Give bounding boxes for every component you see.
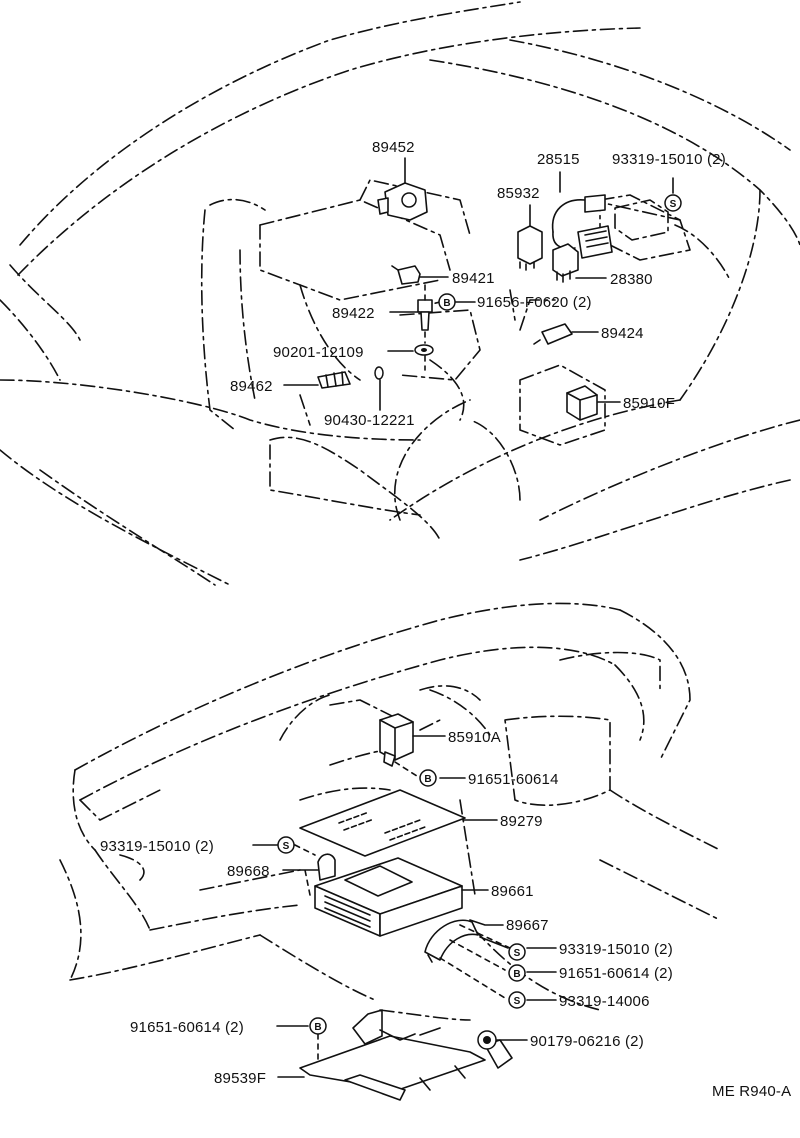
- svg-text:B: B: [424, 774, 431, 785]
- bracket-89668: [317, 853, 336, 881]
- label-28380: 28380: [610, 271, 653, 288]
- sensor-89452: [377, 182, 428, 221]
- label-89452: 89452: [372, 139, 415, 156]
- symbol-s-left: S: [277, 836, 295, 854]
- label-89424: 89424: [601, 325, 644, 342]
- relay-85910F: [566, 385, 598, 421]
- ecu-89661: [314, 857, 463, 937]
- relay-28380: [552, 243, 579, 283]
- label-90201-12109: 90201-12109: [273, 344, 364, 361]
- symbol-b-left: B: [309, 1017, 327, 1035]
- label-85910f: 85910F: [623, 395, 675, 412]
- label-85910a: 85910A: [448, 729, 501, 746]
- bracket-89539F: [299, 1009, 513, 1101]
- symbol-b-right: B: [508, 964, 526, 982]
- instrument-panel-outline: [59, 602, 721, 1021]
- label-90179-06216: 90179-06216 (2): [530, 1033, 644, 1050]
- leader-lines-lower: [252, 735, 557, 1078]
- engine-compartment-outline: [0, 1, 800, 586]
- label-89661: 89661: [491, 883, 534, 900]
- label-93319-15010-left: 93319-15010 (2): [100, 838, 214, 855]
- symbol-s-right: S: [508, 943, 526, 961]
- label-28515: 28515: [537, 151, 580, 168]
- label-85932: 85932: [497, 185, 540, 202]
- svg-text:B: B: [513, 969, 520, 980]
- svg-text:S: S: [514, 996, 521, 1007]
- nut-90179: [477, 1030, 497, 1050]
- label-91656-f0620: 91656-F0620 (2): [477, 294, 592, 311]
- label-91651-60614-left: 91651-60614 (2): [130, 1019, 244, 1036]
- label-90430-12221: 90430-12221: [324, 412, 415, 429]
- sensor-89424: [533, 323, 573, 345]
- symbol-s-top: S: [664, 194, 682, 212]
- svg-text:S: S: [283, 841, 290, 852]
- label-89422: 89422: [332, 305, 375, 322]
- leader-lines-upper: [283, 157, 674, 411]
- label-89462: 89462: [230, 378, 273, 395]
- part-labels: 89452 28515 93319-15010 (2) 85932 89421 …: [100, 139, 791, 1100]
- sensor-89462: [317, 371, 351, 389]
- label-89279: 89279: [500, 813, 543, 830]
- svg-text:S: S: [514, 948, 521, 959]
- svg-text:B: B: [314, 1022, 321, 1033]
- sensor-89421: [391, 265, 421, 285]
- label-89421: 89421: [452, 270, 495, 287]
- label-93319-15010-right: 93319-15010 (2): [559, 941, 673, 958]
- gasket-90201: [414, 344, 434, 356]
- diagram-code: ME R940-A: [712, 1083, 791, 1100]
- svg-text:S: S: [670, 199, 677, 210]
- label-89539f: 89539F: [214, 1070, 266, 1087]
- harness-28515: [551, 194, 613, 259]
- label-89668: 89668: [227, 863, 270, 880]
- label-93319-15010-top: 93319-15010 (2): [612, 151, 726, 168]
- symbol-b-85910A: B: [419, 769, 437, 787]
- plate-89279: [299, 789, 466, 857]
- sensor-89422: [417, 299, 433, 331]
- symbol-b-89424: B: [438, 293, 456, 311]
- relay-85910A: [379, 713, 414, 767]
- symbol-s-14006: S: [508, 991, 526, 1009]
- label-91651-60614-a: 91651-60614: [468, 771, 559, 788]
- bracket-93319-top: [614, 199, 669, 241]
- label-93319-14006: 93319-14006: [559, 993, 650, 1010]
- washer-90430: [374, 366, 384, 380]
- connector-85932: [517, 225, 543, 271]
- label-91651-60614-right: 91651-60614 (2): [559, 965, 673, 982]
- label-89667: 89667: [506, 917, 549, 934]
- svg-text:B: B: [443, 298, 450, 309]
